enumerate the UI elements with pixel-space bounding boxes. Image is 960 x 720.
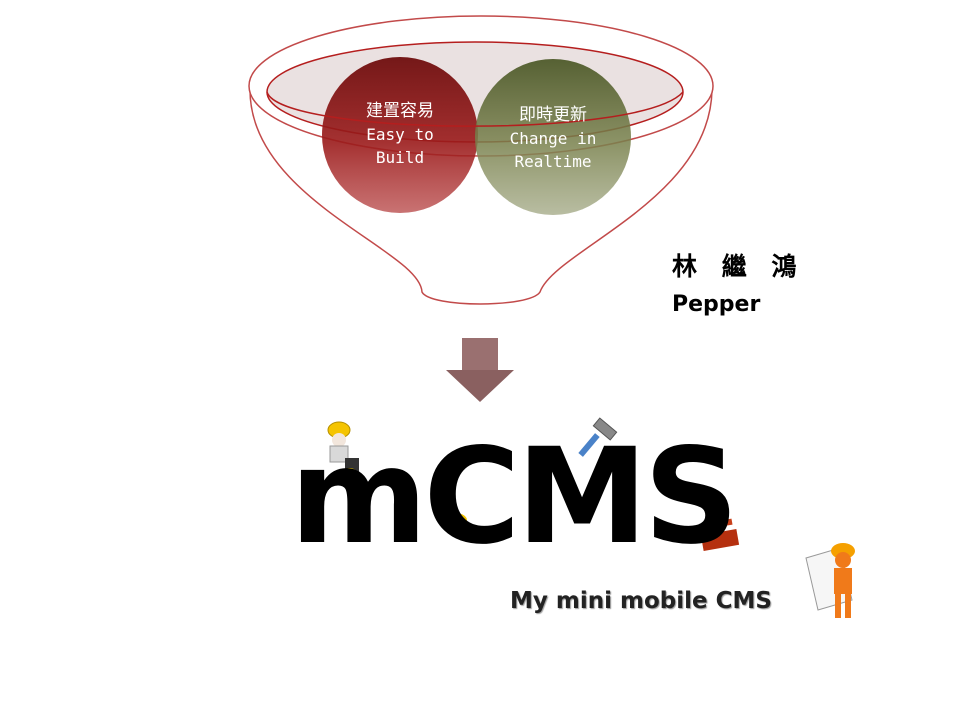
mcms-logo: mCMS — [290, 420, 739, 574]
right-bubble-line1: Change in — [509, 129, 597, 148]
tagline: My mini mobile CMS — [510, 588, 772, 614]
left-bubble-text: 建置容易 Easy to Build — [340, 100, 460, 169]
left-bubble — [322, 57, 478, 213]
lego-brick-icon — [700, 518, 740, 552]
left-bubble-line2: Build — [375, 148, 425, 167]
engineer-with-blueprint-icon — [805, 543, 855, 618]
right-bubble — [475, 59, 631, 215]
author-block: 林 繼 鴻 Pepper — [672, 250, 804, 322]
left-bubble-line1: Easy to — [366, 125, 434, 144]
funnel-rim-front — [266, 91, 684, 127]
down-arrow-icon — [446, 338, 514, 402]
funnel-body — [249, 89, 713, 305]
construction-worker-icon — [327, 421, 359, 480]
author-name-zh: 林 繼 鴻 — [672, 252, 805, 281]
worker-head-icon — [443, 513, 467, 536]
right-bubble-line2: Realtime — [514, 152, 592, 171]
left-bubble-title: 建置容易 — [366, 101, 434, 121]
right-bubble-title: 即時更新 — [519, 105, 587, 125]
author-name-en: Pepper — [672, 292, 761, 317]
hammer-icon — [578, 417, 618, 457]
right-bubble-text: 即時更新 Change in Realtime — [488, 104, 618, 173]
